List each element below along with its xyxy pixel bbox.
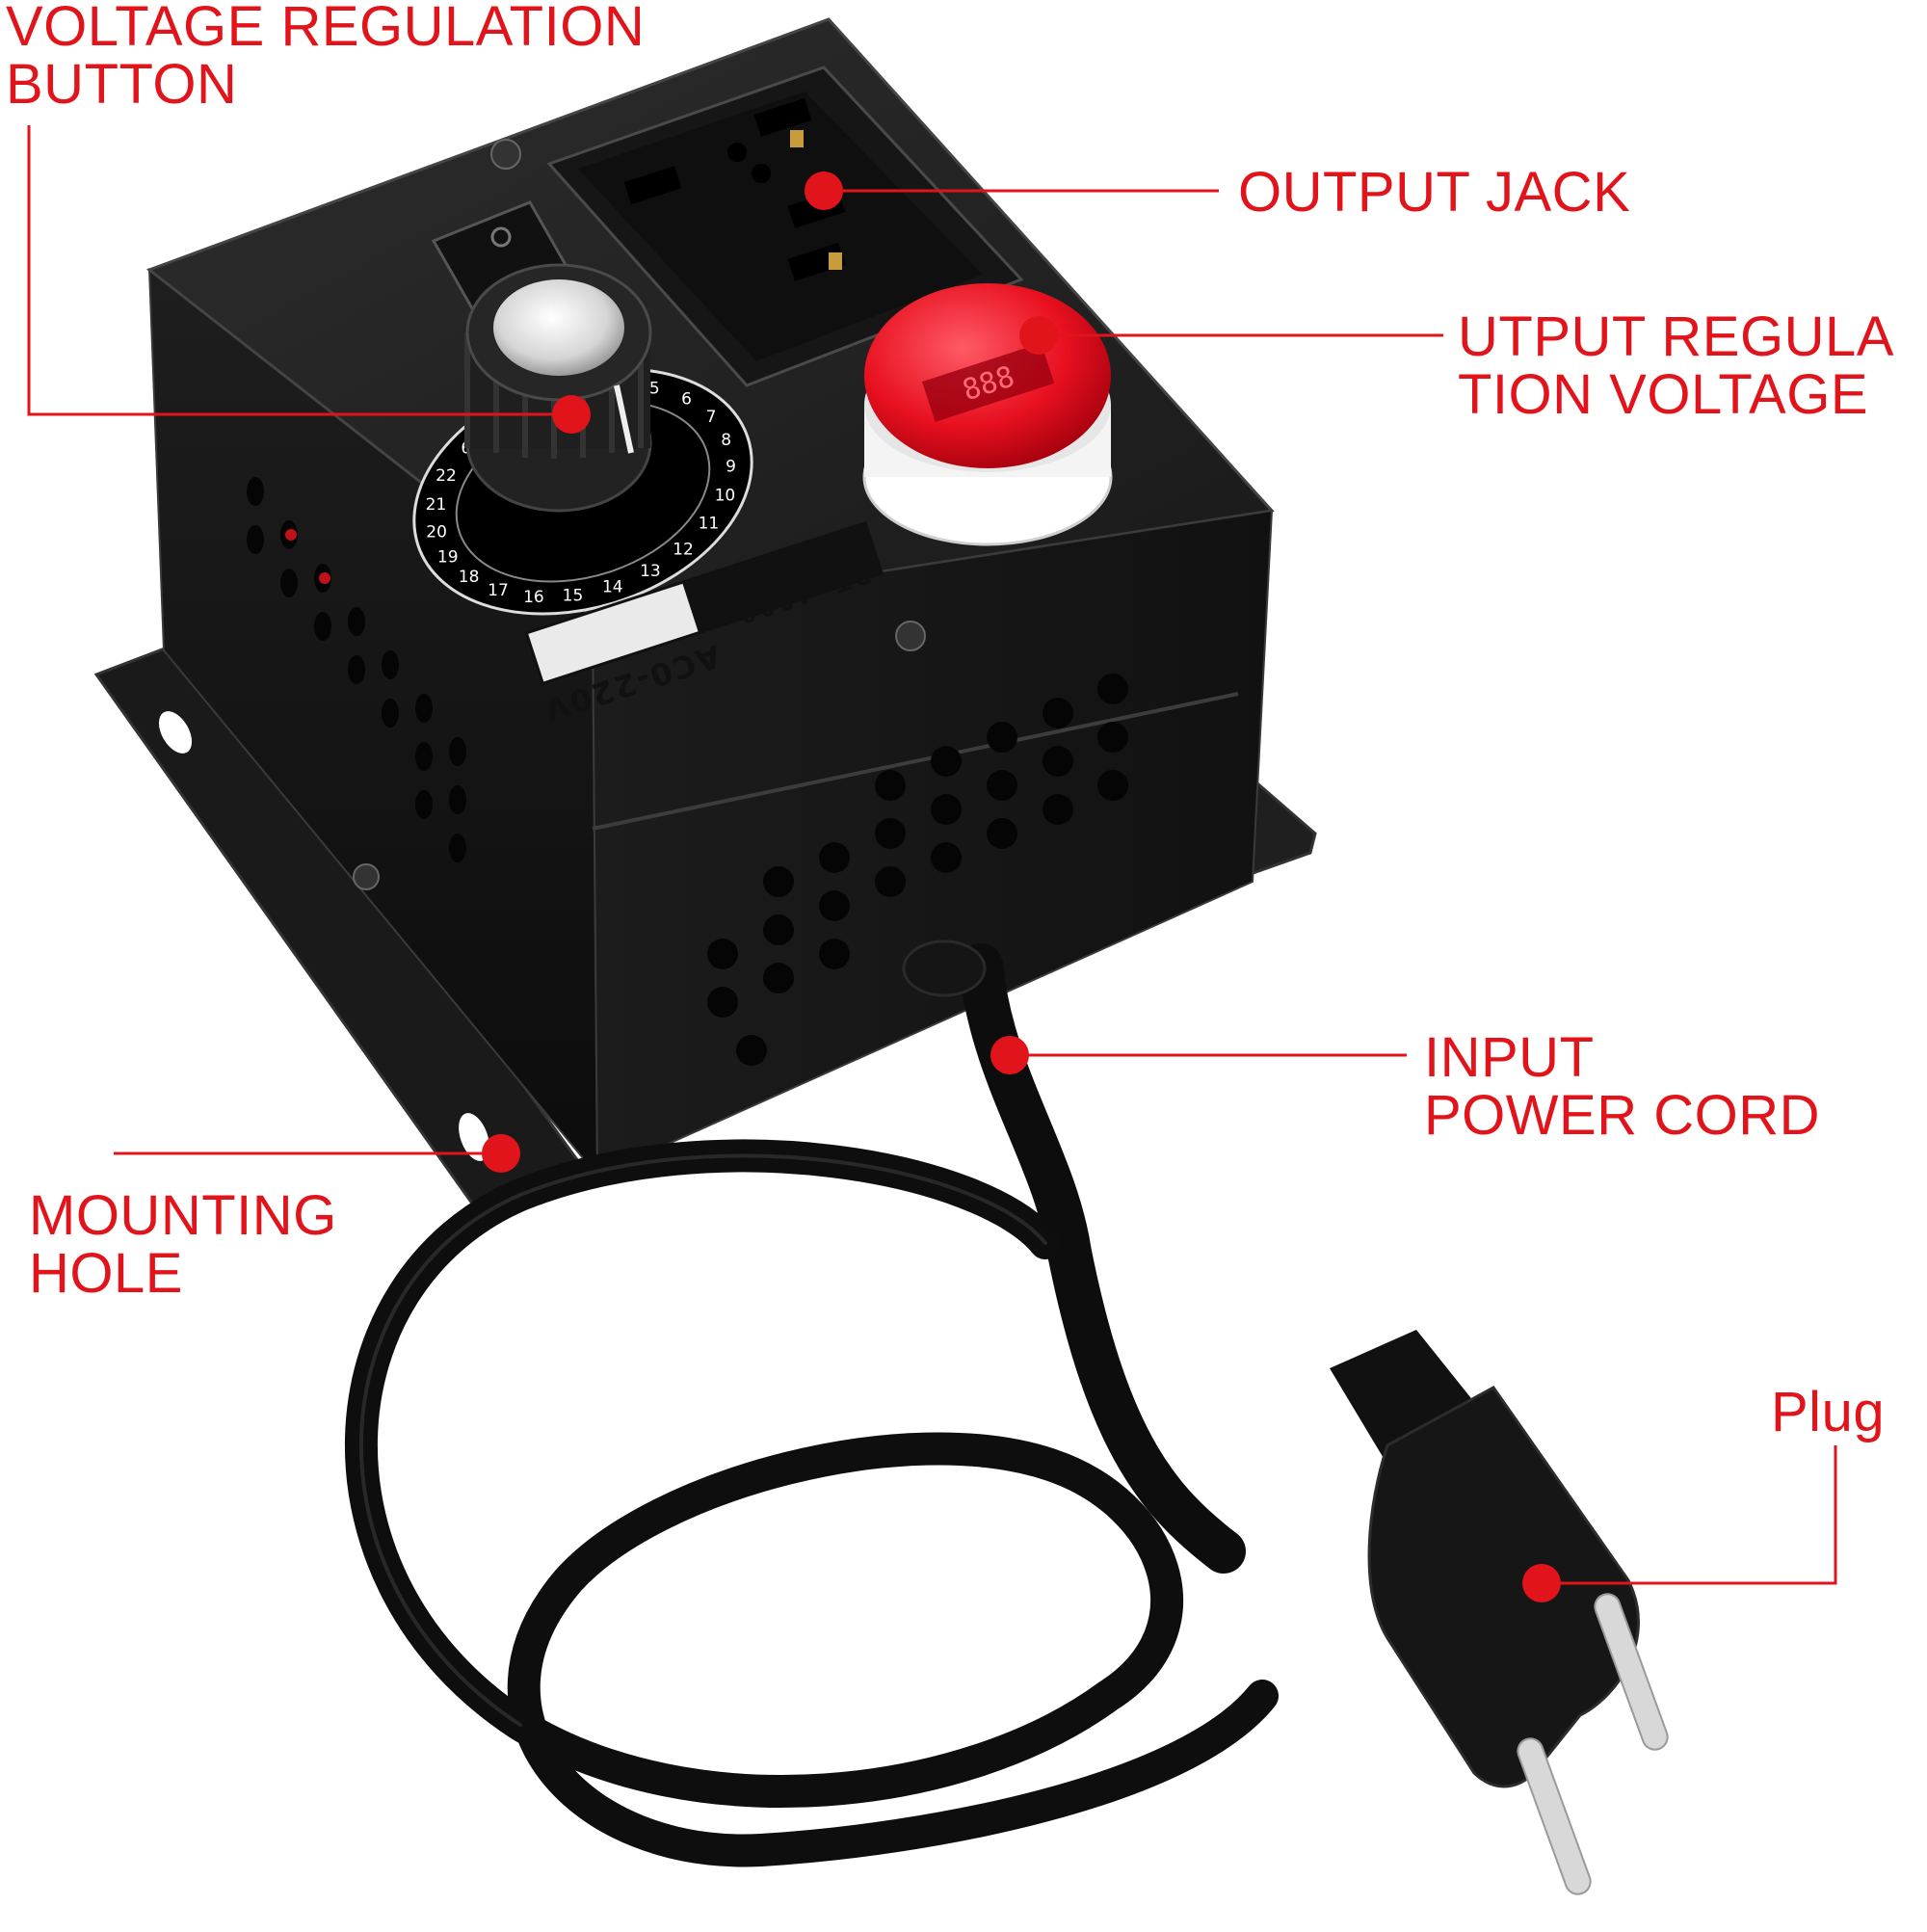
- box-front-face: [591, 509, 1274, 1178]
- plug: [1330, 1330, 1669, 1895]
- dial-number: 7: [706, 408, 717, 427]
- label-plug: Plug: [1771, 1381, 1886, 1443]
- dial-number: 5: [649, 379, 660, 398]
- dial-number: 20: [426, 523, 447, 543]
- dial-number: 14: [602, 577, 623, 596]
- label-input-power-cord: INPUT POWER CORD: [1424, 1026, 1820, 1147]
- dial-number: 9: [726, 458, 736, 477]
- dial-number: 10: [715, 486, 736, 505]
- front-vent-holes: [707, 674, 1128, 1066]
- callout-dots: [482, 172, 1561, 1602]
- label-output-jack: OUTPUT JACK: [1238, 161, 1631, 224]
- side-vent-holes: [247, 477, 466, 862]
- plug-pin-icon: [1517, 1737, 1592, 1895]
- callout-lines: [27, 125, 1837, 1585]
- mounting-hole-icon: [158, 711, 193, 754]
- mounting-hole-icon: [459, 1113, 489, 1161]
- dial-number: 17: [488, 581, 509, 600]
- dial-number: 6: [681, 390, 692, 410]
- dial-number: 15: [563, 587, 584, 606]
- dial-number: 11: [699, 515, 720, 534]
- dial-number: 22: [436, 466, 457, 486]
- dial-number: 8: [721, 431, 731, 450]
- label-output-regulation-voltage: UTPUT REGULA TION VOLTAGE: [1458, 305, 1894, 426]
- model-label-plate: [524, 520, 884, 686]
- label-mounting-hole: MOUNTING HOLE: [29, 1184, 337, 1305]
- screw-icon: [353, 139, 926, 890]
- plug-pin-icon: [1594, 1593, 1669, 1751]
- dial-number: 19: [437, 547, 459, 567]
- dial-number: 16: [523, 588, 544, 607]
- dial-number: 21: [426, 495, 447, 515]
- dial-number: 18: [459, 568, 480, 587]
- voltage-display: 888: [862, 283, 1113, 546]
- label-voltage-regulation-button: VOLTAGE REGULATION BUTTON: [6, 0, 646, 116]
- dial-number: 12: [673, 540, 694, 559]
- dial-number: 13: [640, 562, 661, 581]
- output-jack: [546, 66, 1024, 387]
- voltage-regulation-knob: [464, 263, 652, 513]
